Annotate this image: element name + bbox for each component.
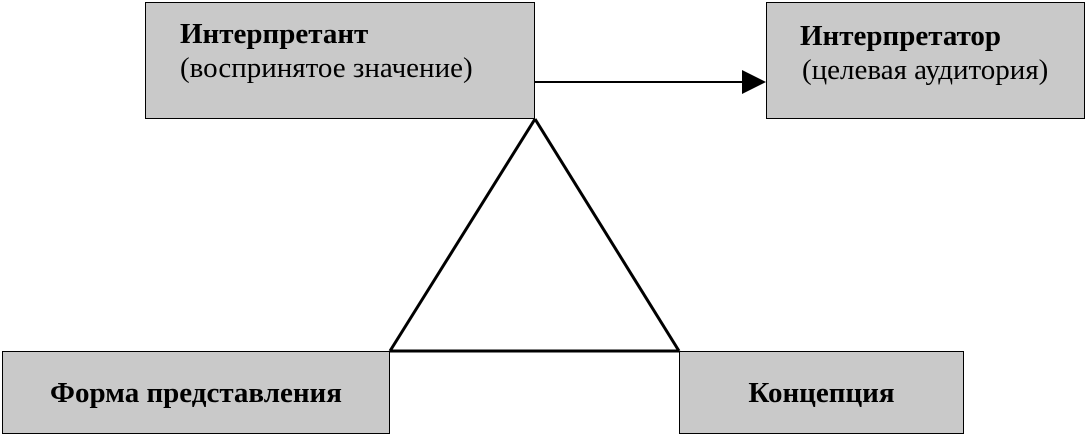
concept-node: Концепция bbox=[679, 351, 964, 434]
arrowhead-icon bbox=[742, 70, 766, 94]
concept-title: Концепция bbox=[748, 376, 895, 409]
interpreter-title: Интерпретатор bbox=[800, 20, 1002, 52]
form-node: Форма представления bbox=[2, 351, 390, 434]
edge-interpretant-to-concept bbox=[533, 118, 681, 352]
interpretant-subtitle: (воспринятое значение) bbox=[180, 52, 473, 84]
form-title: Форма представления bbox=[50, 376, 342, 409]
interpreter-subtitle: (целевая аудитория) bbox=[802, 54, 1049, 86]
interpretant-title: Интерпретант bbox=[180, 18, 369, 50]
edge-interpretant-to-form bbox=[388, 118, 537, 352]
interpretant-node: Интерпретант (воспринятое значение) bbox=[145, 2, 535, 119]
interpreter-node: Интерпретатор (целевая аудитория) bbox=[766, 2, 1085, 119]
